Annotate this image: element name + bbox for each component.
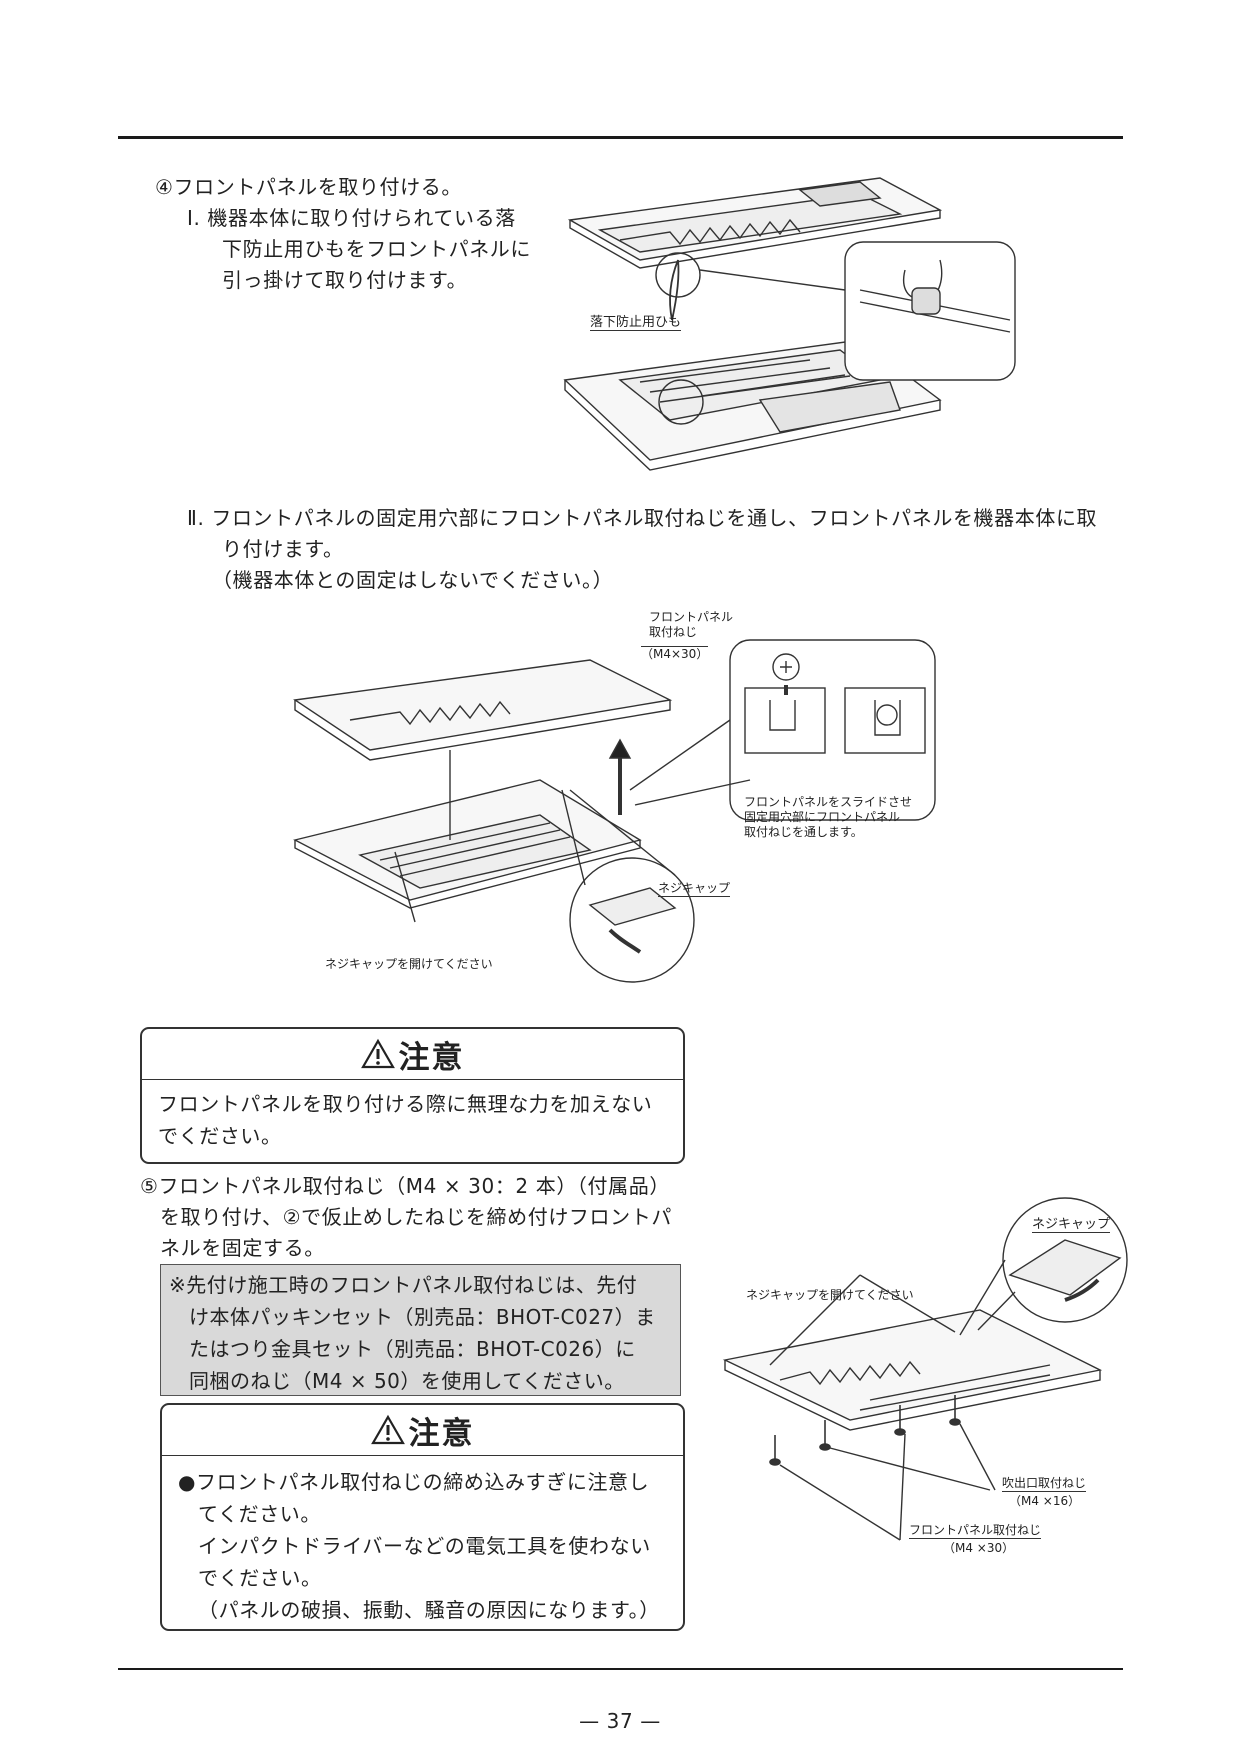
caution-1-header: 注意 [142, 1029, 683, 1080]
fig2-screw-label-1: フロントパネル [649, 610, 734, 624]
caution-2-title: 注意 [408, 1415, 475, 1452]
bottom-rule [118, 1668, 1123, 1670]
top-rule [118, 136, 1123, 139]
step4-sub1-line2: 下防止用ひもをフロントパネルに [222, 237, 531, 261]
fig3-open-cap: ネジキャップを開けてください [746, 1288, 914, 1302]
fig3-panel-screw: フロントパネル取付ねじ [909, 1523, 1042, 1539]
note-line-2: け本体パッキンセット（別売品：BHOT-C027）ま [189, 1305, 656, 1329]
fig2-screw-label-2: 取付ねじ [649, 625, 698, 639]
caution-2-line-4: でください。 [198, 1566, 322, 1590]
figure-attach-panel [293, 639, 936, 983]
caution-1-line-2: でください。 [158, 1124, 282, 1148]
step4-sub2-line2: り付けます。 [222, 537, 344, 561]
drop-cord-label: 落下防止用ひも [590, 315, 682, 331]
note-line-1: ※先付け施工時のフロントパネル取付ねじは、先付 [169, 1273, 638, 1297]
caution-1-title: 注意 [398, 1039, 465, 1076]
fig2-detail-caption-1: フロントパネルをスライドさせ [744, 795, 913, 809]
step4-sub2-line3: （機器本体との固定はしないでください。） [212, 568, 614, 592]
fig3-outlet-screw: 吹出口取付ねじ [1002, 1476, 1087, 1492]
fig3-panel-size: （M4 ×30） [943, 1541, 1015, 1555]
caution-2-line-1: ●フロントパネル取付ねじの締め込みすぎに注意し [178, 1470, 650, 1494]
warning-icon [370, 1414, 405, 1445]
note-box: ※先付け施工時のフロントパネル取付ねじは、先付 け本体パッキンセット（別売品：B… [160, 1264, 681, 1396]
step5-line-1: ⑤フロントパネル取付ねじ（M4 × 30：2 本）（付属品） [140, 1174, 670, 1198]
caution-2-line-5: （パネルの破損、振動、騒音の原因になります。） [198, 1598, 660, 1622]
step4-sub1-line1: Ⅰ. 機器本体に取り付けられている落 [187, 206, 516, 230]
step5-line-3: ネルを固定する。 [160, 1236, 325, 1260]
figure-drop-cord [563, 177, 1016, 471]
step4-sub1-line3: 引っ掛けて取り付けます。 [222, 268, 468, 292]
caution-2-header: 注意 [162, 1405, 683, 1456]
fig2-cap-label: ネジキャップ [658, 881, 731, 897]
caution-box-1: 注意 フロントパネルを取り付ける際に無理な力を加えない でください。 [140, 1027, 685, 1164]
caution-2-line-2: てください。 [198, 1502, 321, 1526]
fig2-open-cap: ネジキャップを開けてください [325, 957, 493, 971]
note-line-3: たはつり金具セット（別売品：BHOT-C026）に [189, 1337, 636, 1361]
warning-icon [360, 1038, 395, 1069]
step4-title: ④フロントパネルを取り付ける。 [155, 175, 462, 199]
step5-line-2: を取り付け、②で仮止めしたねじを締め付けフロントパ [160, 1205, 672, 1229]
fig3-cap-label: ネジキャップ [1032, 1217, 1111, 1233]
caution-2-line-3: インパクトドライバーなどの電気工具を使わない [198, 1534, 651, 1558]
fig3-outlet-size: （M4 ×16） [1009, 1494, 1081, 1508]
fig2-detail-caption-3: 取付ねじを通します。 [744, 825, 863, 839]
fig2-screw-size: （M4×30） [641, 646, 709, 661]
fig2-detail-caption-2: 固定用穴部にフロントパネル [744, 810, 901, 824]
figure-screws [722, 1197, 1128, 1541]
page-number: — 37 — [579, 1709, 661, 1733]
note-line-4: 同梱のねじ（M4 × 50）を使用してください。 [189, 1369, 625, 1393]
caution-box-2: 注意 ●フロントパネル取付ねじの締め込みすぎに注意し てください。 インパクトド… [160, 1403, 685, 1631]
caution-1-line-1: フロントパネルを取り付ける際に無理な力を加えない [158, 1092, 653, 1116]
step4-sub2-line1: Ⅱ. フロントパネルの固定用穴部にフロントパネル取付ねじを通し、フロントパネルを… [187, 506, 1098, 530]
